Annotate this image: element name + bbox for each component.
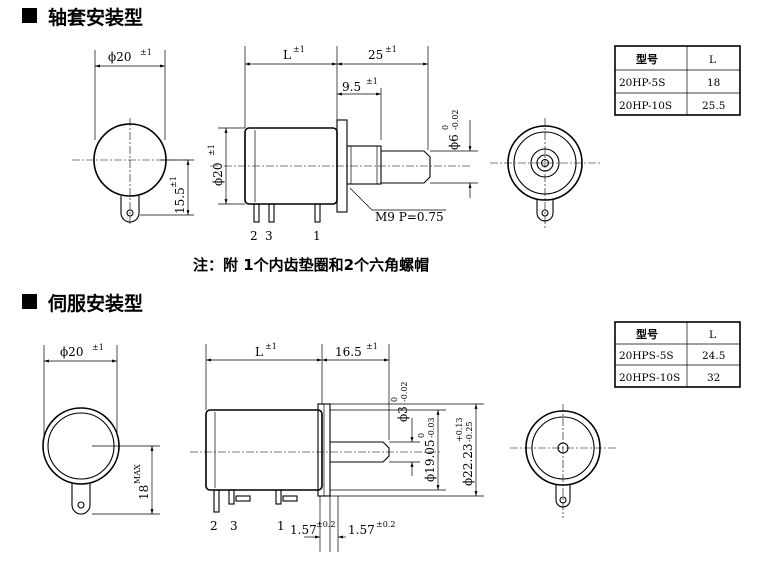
dim-L: L xyxy=(283,48,291,62)
table2-row1-model: 20HPS-5S xyxy=(619,350,674,362)
pin-3-foot xyxy=(235,495,251,502)
rear-terminal-hole xyxy=(541,209,549,217)
terminal-tab xyxy=(120,196,140,223)
dim-pitch-b: 1.57 xyxy=(348,523,375,537)
dim-dia1905-tol-low: -0.03 xyxy=(427,417,436,438)
section2-title: 伺服安装型 xyxy=(47,292,143,315)
dim-dia1905-tol-up: 0 xyxy=(417,433,426,438)
shaft xyxy=(381,150,431,184)
section1-heading: 轴套安装型 xyxy=(22,6,143,29)
dim-body-dia20-tol: ±1 xyxy=(207,144,216,156)
dim-18-tol: MAX xyxy=(133,464,142,484)
section2-heading: 伺服安装型 xyxy=(22,292,143,315)
terminal-tab xyxy=(71,484,91,515)
heading-square-icon xyxy=(22,8,37,23)
pin-3 xyxy=(268,203,275,223)
dim-165: 16.5 xyxy=(335,345,362,359)
terminal-hole xyxy=(126,209,134,217)
pin-label-2: 2 xyxy=(250,229,258,243)
table2-row2-L: 32 xyxy=(707,372,720,384)
dim-dia6-tol-up: 0 xyxy=(441,125,450,130)
dim-dia3-tol-up: 0 xyxy=(390,397,399,402)
pin-label-3: 3 xyxy=(230,519,238,533)
pin-label-1: 1 xyxy=(313,229,321,243)
dim-thread: M9 P=0.75 xyxy=(375,210,444,224)
dim-L-tol: ±1 xyxy=(265,342,277,351)
heading-square-icon xyxy=(22,294,37,309)
table1-row2-L: 25.5 xyxy=(702,100,725,112)
dim-body-dia20: ϕ20 xyxy=(211,163,225,186)
table1-row2-model: 20HP-10S xyxy=(619,100,672,112)
dim-155-tol: ±1 xyxy=(169,176,178,188)
rear-terminal-hole xyxy=(559,496,567,504)
dim-95: 9.5 xyxy=(342,80,361,94)
dim-L: L xyxy=(255,345,263,359)
pin-1 xyxy=(275,489,282,505)
dim-dia1905: ϕ19.05 xyxy=(423,439,437,482)
table1-header-model: 型号 xyxy=(636,52,658,66)
dim-pitch-a-tol: ±0.2 xyxy=(316,520,335,529)
leader-thread xyxy=(349,187,446,211)
dim-165-tol: ±1 xyxy=(366,342,378,351)
pin-2 xyxy=(253,203,260,223)
pin-label-1: 1 xyxy=(277,519,285,533)
section1-front-view: ϕ20 ±1 15.5 ±1 xyxy=(72,48,194,226)
section2-side-view: L ±1 16.5 ±1 2 3 1 1.57 ±0.2 1.57 ±0.2 ϕ xyxy=(190,342,484,552)
dim-dia3-tol-low: -0.02 xyxy=(400,381,409,402)
dim-18: 18 xyxy=(137,485,151,500)
rear-terminal-tab xyxy=(536,199,554,222)
section1-rear-view xyxy=(490,118,600,228)
section1-title: 轴套安装型 xyxy=(48,6,143,29)
pin-label-2: 2 xyxy=(210,519,218,533)
table2-header-model: 型号 xyxy=(636,327,658,341)
section2-table: 型号 L 20HPS-5S 24.5 20HPS-10S 32 xyxy=(614,321,741,388)
dim-dia2223-tol-up: +0.13 xyxy=(455,417,464,442)
dim-dia6-tol-low: -0.02 xyxy=(451,109,460,130)
table2-row2-model: 20HPS-10S xyxy=(619,372,680,384)
dim-dia6: ϕ6 xyxy=(447,134,461,150)
table2-header-L: L xyxy=(709,329,716,341)
table2-row1-L: 24.5 xyxy=(702,350,725,362)
dim-dia20: ϕ20 xyxy=(60,345,83,359)
pin-2 xyxy=(213,489,220,513)
dim-25-tol: ±1 xyxy=(385,45,397,54)
table1-row1-L: 18 xyxy=(707,77,720,89)
dim-dia20-tol: ±1 xyxy=(140,48,152,57)
pot-body xyxy=(205,409,323,491)
dim-155: 15.5 xyxy=(173,187,187,214)
pin-1-foot xyxy=(282,495,298,502)
dim-dia20: ϕ20 xyxy=(108,50,131,64)
section2-front-view: ϕ20 ±1 18 MAX xyxy=(42,343,160,515)
threaded-bushing xyxy=(346,145,382,185)
dim-pitch-a: 1.57 xyxy=(290,523,317,537)
rear-terminal-tab xyxy=(555,484,571,508)
pin-1 xyxy=(314,203,321,223)
section1-note: 注：附 1个内齿垫圈和2个六角螺帽 xyxy=(193,256,429,274)
dim-dia3: ϕ3 xyxy=(396,406,410,422)
table1-row1-model: 20HP-5S xyxy=(619,77,665,89)
pin-3 xyxy=(228,489,235,505)
dim-dia20-tol: ±1 xyxy=(92,343,104,352)
dim-dia2223: ϕ22.23 xyxy=(461,443,475,486)
pin-label-3: 3 xyxy=(265,229,273,243)
section1-table: 型号 L 20HP-5S 18 20HP-10S 25.5 xyxy=(614,45,741,116)
dim-dia2223-tol-low: -0.25 xyxy=(465,421,474,442)
dim-25: 25 xyxy=(368,48,383,62)
terminal-hole xyxy=(77,501,85,509)
section2-rear-view xyxy=(510,404,616,518)
section1-side-view: L ±1 25 ±1 9.5 ±1 2 3 1 ϕ20 ±1 xyxy=(207,45,478,243)
table1-header-L: L xyxy=(709,54,716,66)
dim-L-tol: ±1 xyxy=(293,45,305,54)
dim-pitch-b-tol: ±0.2 xyxy=(376,520,395,529)
dim-95-tol: ±1 xyxy=(366,77,378,86)
